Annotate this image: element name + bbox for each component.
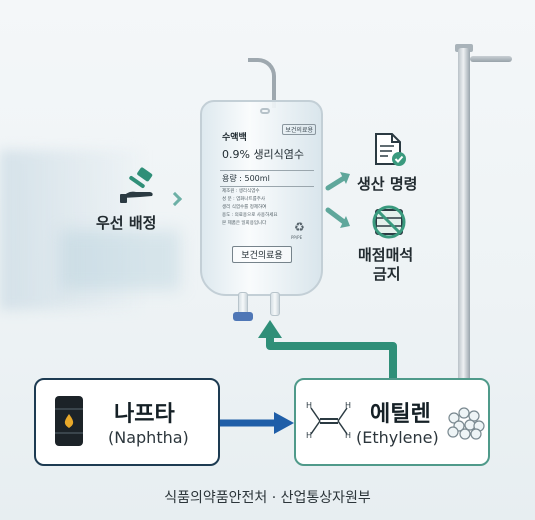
bag-hook [248,58,276,108]
svg-text:H: H [345,431,351,440]
naphtha-card: 나프타 (Naphtha) [34,378,220,466]
bag-hanging-hole [260,108,270,114]
background-blur [60,230,180,290]
oil-barrel-icon [55,396,83,446]
bag-fine-print: 본 제품은 일회용입니다 [222,221,267,226]
svg-text:H: H [306,431,312,440]
iv-pole-hanger [470,56,512,62]
production-order-label: 생산 명령 [357,175,418,193]
svg-text:H: H [306,401,312,410]
arrow-right-icon [325,207,350,228]
bag-fine-print: 성 분 : 염화나트륨주사 [222,197,266,202]
molecule-icon: H H H H [306,401,351,440]
hoarding-ban-label-line2: 금지 [373,265,401,283]
naphtha-name: 나프타 [114,402,175,427]
document-check-icon [375,133,406,166]
background-window [0,150,140,310]
bag-tag: 보건의료용 [282,124,316,135]
footer-agencies: 식품의약품안전처 · 산업통상자원부 [164,490,371,506]
bag-fine-print: 용도 : 의료용으로 사용하세요 [222,213,278,218]
supply-arrow-to-bag [258,320,397,378]
arrow-right-icon [325,172,350,191]
iv-bag: 보건의료용 수액백 0.9% 생리식염수 용량 : 500ml 제조원 : 생리… [200,100,323,296]
bag-port-cap [233,312,253,321]
bag-fine-print: 제조원 : 생리식염수 [222,189,260,194]
ethylene-card: H H H H 에틸렌 (Ethylene) [294,378,490,466]
ethylene-name: 에틸렌 [370,402,431,427]
hoarding-ban-label-line1: 매점매석 [358,246,414,264]
bag-product-type: 수액백 [222,133,247,143]
no-hoarding-icon [372,205,406,239]
svg-text:H: H [345,401,351,410]
ethylene-english: (Ethylene) [356,428,439,447]
bag-stamp: 보건의료용 [232,246,292,263]
bag-fine-print: 생리 식염수를 정제하여 [222,205,267,210]
naphtha-english: (Naphtha) [108,428,189,447]
pellets-icon [447,407,485,440]
priority-allocation-label: 우선 배정 [96,214,157,232]
iv-pole [458,48,470,383]
bag-port-right [270,292,280,316]
chevron-right-icon [167,191,183,207]
conversion-arrow [220,412,294,434]
bag-volume: 용량 : 500ml [220,170,314,187]
bag-product-name: 0.9% 생리식염수 [222,148,305,161]
gavel-icon [120,167,153,203]
recycle-icon: ♻ [294,220,305,234]
bag-label: 보건의료용 수액백 0.9% 생리식염수 용량 : 500ml 제조원 : 생리… [216,124,316,286]
recycle-label: PP/PE [291,235,303,240]
